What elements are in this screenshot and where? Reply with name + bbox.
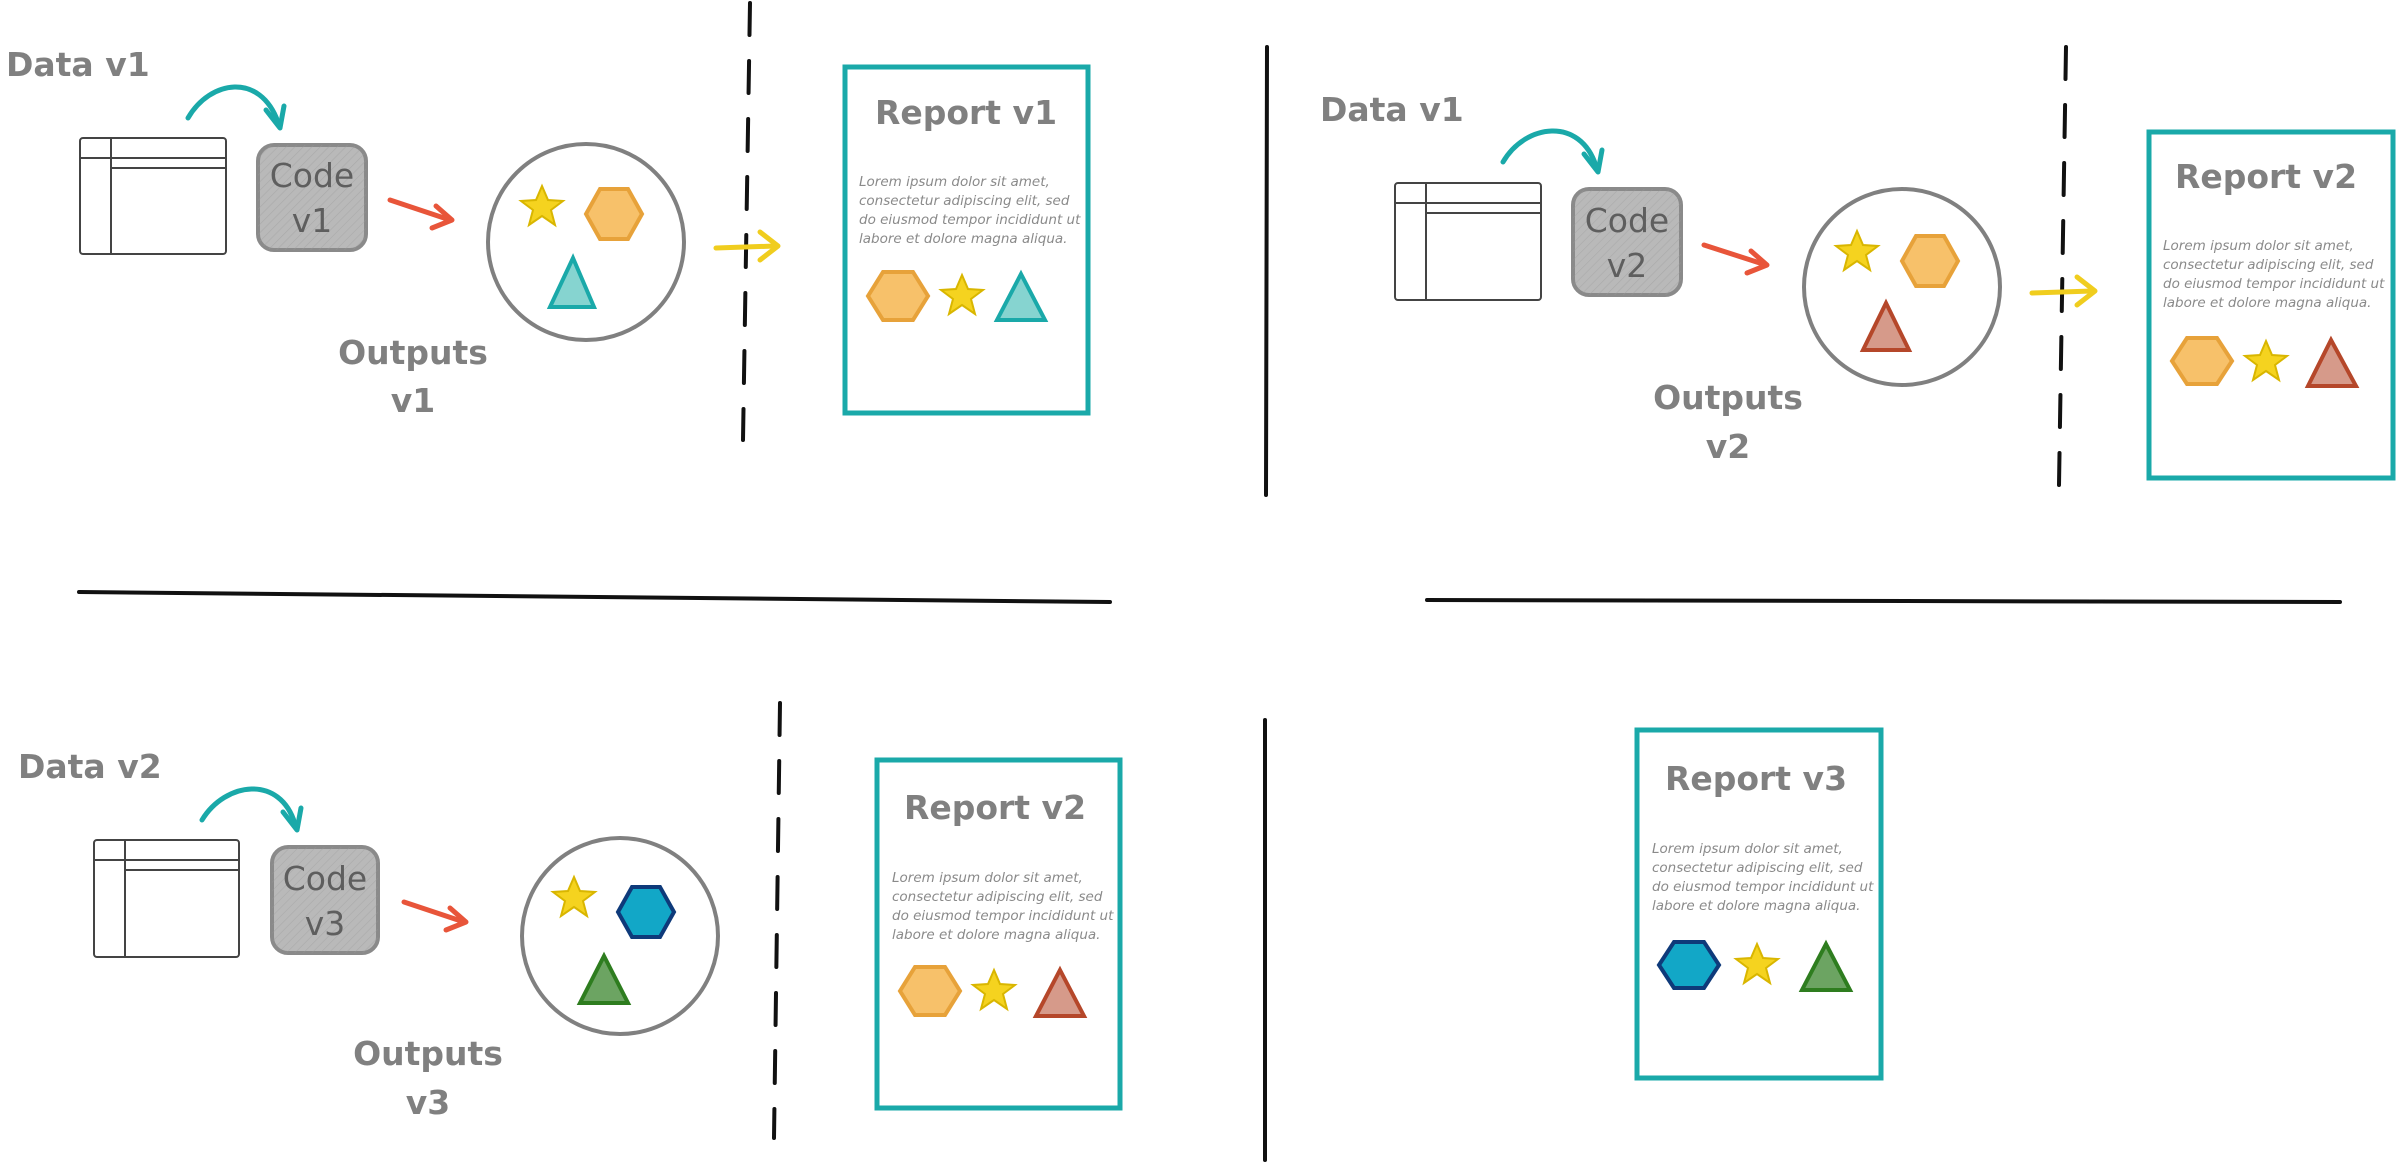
report-text-line2: consectetur adipiscing elit, sed [1652,860,1863,876]
report-text-line3: do eiusmod tempor incididunt ut [1652,879,1874,895]
data-label: Data v2 [18,747,162,786]
panel-4: Report v3 Lorem ipsum dolor sit amet, co… [1634,727,1884,1081]
report-text-line2: consectetur adipiscing elit, sed [859,193,1070,209]
report-text-line3: do eiusmod tempor incididunt ut [892,908,1114,924]
report-title: Report v2 [2175,157,2357,196]
star-icon [1733,941,1781,986]
code-label-line1: Code [270,156,354,195]
report-card: Report v2 Lorem ipsum dolor sit amet, co… [2146,129,2396,481]
data-label: Data v1 [6,45,150,84]
red-arrow [387,197,455,231]
report-text-line3: do eiusmod tempor incididunt ut [2163,276,2385,292]
outputs-label-line1: Outputs [338,333,488,372]
report-text-line2: consectetur adipiscing elit, sed [892,889,1103,905]
data-label: Data v1 [1320,90,1464,129]
report-title: Report v1 [875,93,1057,132]
code-box: Code v2 [1571,187,1683,297]
triangle-icon [993,269,1049,322]
dashed-separator-p3 [772,701,782,1140]
hexagon-icon [1656,940,1722,990]
report-text-line3: do eiusmod tempor incididunt ut [859,212,1081,228]
hexagon-icon [615,885,677,939]
star-icon [1833,228,1881,273]
triangle-icon [546,253,598,309]
hexagon-icon [2169,336,2235,386]
report-card: Report v2 Lorem ipsum dolor sit amet, co… [874,757,1123,1111]
curved-arrow-head [1581,147,1605,175]
red-arrow [401,899,469,933]
dashed-separator-p2 [2057,45,2068,487]
dashed-separators [741,1,2068,1140]
report-text-line1: Lorem ipsum dolor sit amet, [859,174,1050,190]
yellow-arrow [2029,274,2098,308]
outputs-label-line1: Outputs [353,1034,503,1073]
outputs-label-line2: v1 [391,381,435,420]
outputs-label-line2: v2 [1706,427,1750,466]
report-card: Report v3 Lorem ipsum dolor sit amet, co… [1634,727,1884,1081]
red-arrow [1701,242,1770,276]
hexagon-icon [1899,234,1961,288]
report-text-line1: Lorem ipsum dolor sit amet, [2163,238,2354,254]
dashed-separator-p1 [741,1,752,442]
divider-horizontal-left [77,590,1112,604]
code-label-line2: v3 [305,904,346,943]
code-label-line1: Code [1585,201,1669,240]
report-text-line4: labore et dolore magna aliqua. [859,231,1067,247]
report-text-line1: Lorem ipsum dolor sit amet, [892,870,1083,886]
yellow-arrow [713,229,781,263]
curved-arrow [185,84,281,125]
report-card: Report v1 Lorem ipsum dolor sit amet, co… [842,64,1091,416]
curved-arrow-head [280,805,304,833]
curved-arrow-head [263,103,287,131]
code-box: Code v1 [256,143,368,252]
star-icon [2242,338,2290,383]
panel-2: Data v1 Code v2 Outputs v2 [1320,90,2396,481]
report-text-line4: labore et dolore magna aliqua. [2163,295,2371,311]
code-label-line2: v2 [1607,246,1648,285]
report-text-line2: consectetur adipiscing elit, sed [2163,257,2374,273]
outputs-label-line1: Outputs [1653,378,1803,417]
hexagon-icon [865,270,931,322]
code-box: Code v3 [270,845,380,955]
star-icon [550,874,598,919]
star-icon [938,272,986,317]
outputs-circle [520,836,720,1036]
data-table-icon [93,839,240,958]
panel-3: Data v2 Code v3 Outputs v3 Report v2 Lor [18,747,1123,1122]
data-table-icon [79,137,227,255]
code-label-line2: v1 [292,201,333,240]
curved-arrow [1500,128,1599,169]
dividers [77,45,2342,1162]
triangle-icon [2304,335,2360,388]
curved-arrow [199,786,298,827]
star-icon [970,967,1018,1012]
report-text-line1: Lorem ipsum dolor sit amet, [1652,841,1843,857]
hexagon-icon [897,965,963,1017]
triangle-icon [1798,939,1854,992]
outputs-label-line2: v3 [406,1083,450,1122]
outputs-circle [486,142,686,342]
code-label-line1: Code [283,859,367,898]
data-table-icon [1394,182,1542,301]
triangle-icon [1859,298,1913,352]
report-title: Report v2 [904,788,1086,827]
report-text-line4: labore et dolore magna aliqua. [1652,898,1860,914]
outputs-circle [1802,187,2002,387]
report-title: Report v3 [1665,759,1847,798]
divider-horizontal-right [1425,598,2342,604]
report-text-line4: labore et dolore magna aliqua. [892,927,1100,943]
hexagon-icon [583,187,645,241]
panel-1: Data v1 Code v1 Outputs v1 [6,45,1091,420]
triangle-icon [1032,965,1088,1018]
triangle-icon [576,951,632,1005]
star-icon [518,183,566,228]
divider-vertical-top [1264,45,1269,497]
